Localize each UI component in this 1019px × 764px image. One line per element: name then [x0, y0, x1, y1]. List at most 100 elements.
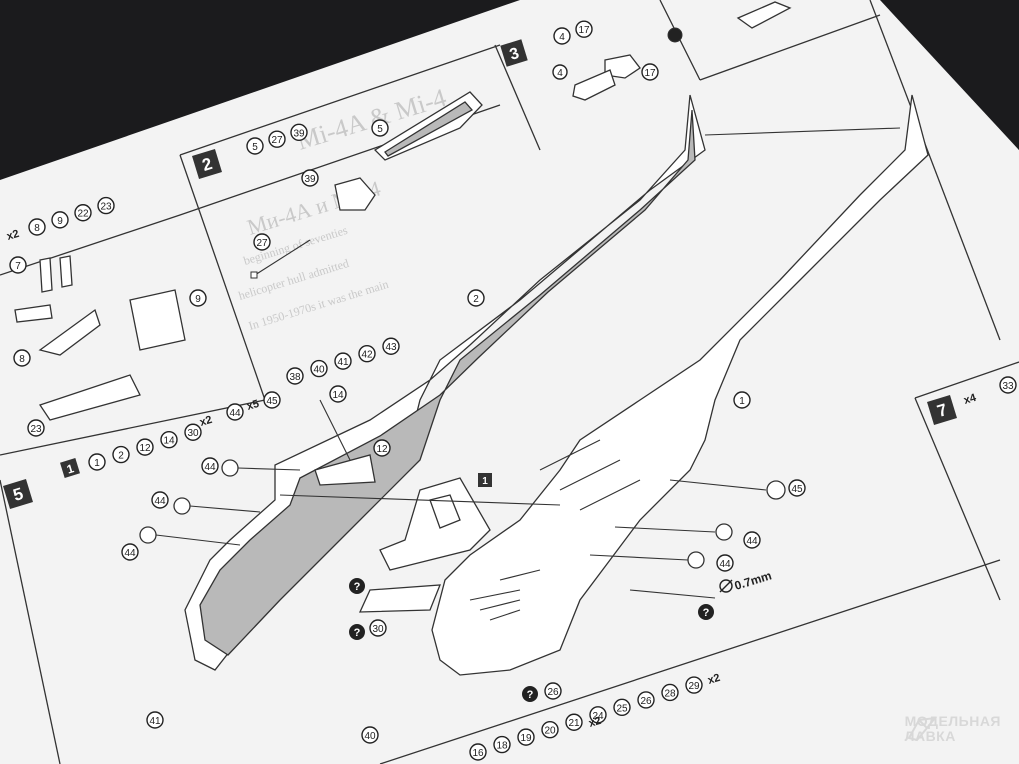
callout-44-b: 44 — [151, 491, 169, 509]
svg-text:41: 41 — [337, 357, 349, 368]
step-5-header: 5 1 — [3, 458, 80, 509]
part-number-19: 19 — [517, 728, 535, 746]
part-number-24: 24 — [589, 706, 607, 724]
part-number-29: 29 — [685, 676, 703, 694]
svg-text:43: 43 — [385, 342, 397, 353]
svg-text:8: 8 — [19, 354, 25, 365]
step-1-header-parts: 89 22 23 — [28, 196, 115, 236]
callout-8: 8 — [13, 349, 31, 367]
svg-text:33: 33 — [1002, 381, 1014, 392]
question-mark-4: ? — [527, 689, 534, 701]
bottom-parts-row: 16 18 19 20 21 24 25 26 28 29 — [469, 676, 703, 761]
svg-text:17: 17 — [644, 68, 656, 79]
svg-text:20: 20 — [544, 726, 556, 737]
part-number-20: 20 — [541, 720, 559, 739]
svg-text:5: 5 — [252, 142, 258, 153]
callout-27: 27 — [253, 233, 271, 251]
callout-44-d: 44 — [743, 531, 761, 549]
question-mark-2: ? — [354, 627, 361, 639]
part-number-5: 5 — [246, 137, 264, 155]
part-number-18: 18 — [493, 735, 511, 754]
svg-text:1: 1 — [94, 458, 100, 469]
svg-text:44: 44 — [229, 408, 241, 419]
part-number-38: 38 — [286, 367, 304, 385]
svg-text:23: 23 — [100, 202, 112, 213]
floor-plate — [314, 454, 441, 613]
svg-text:30: 30 — [187, 428, 199, 439]
svg-text:45: 45 — [266, 396, 278, 407]
watermark-logo-icon — [907, 716, 937, 742]
part-number-22: 22 — [74, 204, 92, 222]
callout-41: 41 — [146, 711, 164, 729]
part-number-17: 17 — [575, 20, 593, 38]
callout-12: 12 — [373, 439, 391, 457]
svg-text:44: 44 — [746, 536, 758, 547]
part-number-44: 44 — [226, 403, 244, 421]
bottom-mult-26: x2 — [706, 672, 721, 687]
svg-text:12: 12 — [139, 443, 151, 454]
svg-text:26: 26 — [547, 687, 559, 698]
step-3-header: 3 — [500, 39, 528, 67]
svg-text:28: 28 — [664, 688, 676, 699]
callout-45: 45 — [788, 479, 806, 497]
svg-text:44: 44 — [719, 559, 731, 570]
part-number-25: 25 — [613, 698, 631, 717]
callout-23: 23 — [27, 419, 45, 437]
callout-40: 40 — [361, 726, 379, 744]
question-marks: ? ? ? ? — [349, 578, 714, 702]
svg-text:39: 39 — [304, 174, 316, 185]
step-5-mult-30: x2 — [198, 414, 213, 429]
svg-text:16: 16 — [472, 748, 484, 759]
svg-text:40: 40 — [313, 365, 325, 376]
svg-text:45: 45 — [791, 484, 803, 495]
bottom-mult-20: x2 — [587, 715, 602, 730]
part-number-9: 9 — [51, 211, 69, 229]
fuselage-half-part-2 — [184, 94, 706, 671]
svg-text:21: 21 — [568, 718, 580, 729]
svg-text:27: 27 — [271, 135, 283, 146]
step-7-header: 7 x4 — [927, 392, 978, 425]
leader-arrows — [155, 127, 901, 599]
callout-5: 5 — [371, 119, 389, 137]
part-number-14: 14 — [160, 430, 178, 449]
svg-text:38: 38 — [289, 372, 301, 383]
part-number-16: 16 — [469, 743, 487, 761]
part-number-8: 8 — [28, 218, 46, 236]
callout-39: 39 — [301, 169, 319, 187]
svg-text:2: 2 — [118, 451, 124, 462]
lenses — [139, 27, 786, 569]
callout-2: 2 — [467, 289, 485, 307]
part-number-41: 41 — [334, 352, 352, 370]
svg-text:29: 29 — [688, 681, 700, 692]
svg-text:22: 22 — [77, 209, 89, 220]
svg-text:8: 8 — [34, 223, 40, 234]
step-1-multiplier: x2 — [5, 228, 20, 243]
step-7-header-parts: 33 — [999, 376, 1017, 394]
svg-text:4: 4 — [559, 32, 565, 43]
part-number-21: 21 — [565, 713, 583, 731]
svg-text:2: 2 — [473, 294, 479, 305]
svg-text:30: 30 — [372, 624, 384, 635]
svg-text:14: 14 — [332, 390, 344, 401]
svg-text:23: 23 — [30, 424, 42, 435]
svg-text:26: 26 — [640, 696, 652, 707]
part-number-39: 39 — [290, 123, 308, 142]
step-2-parts — [250, 91, 483, 279]
part-number-27: 27 — [268, 130, 286, 148]
svg-text:44: 44 — [204, 462, 216, 473]
step-3-header-parts: 4 17 — [553, 20, 593, 45]
callout-4: 4 — [552, 64, 568, 80]
svg-text:12: 12 — [376, 444, 388, 455]
part-number-28: 28 — [661, 683, 679, 702]
subassembly-marker-1: 1 — [478, 473, 492, 487]
svg-text:17: 17 — [578, 25, 590, 36]
part-number-12: 12 — [136, 438, 154, 456]
callout-44-a: 44 — [201, 457, 219, 475]
part-number-33: 33 — [999, 376, 1017, 394]
callout-7: 7 — [9, 256, 27, 274]
svg-text:18: 18 — [496, 741, 508, 752]
part-number-30: 30 — [184, 423, 202, 441]
callout-44-c: 44 — [121, 543, 139, 561]
